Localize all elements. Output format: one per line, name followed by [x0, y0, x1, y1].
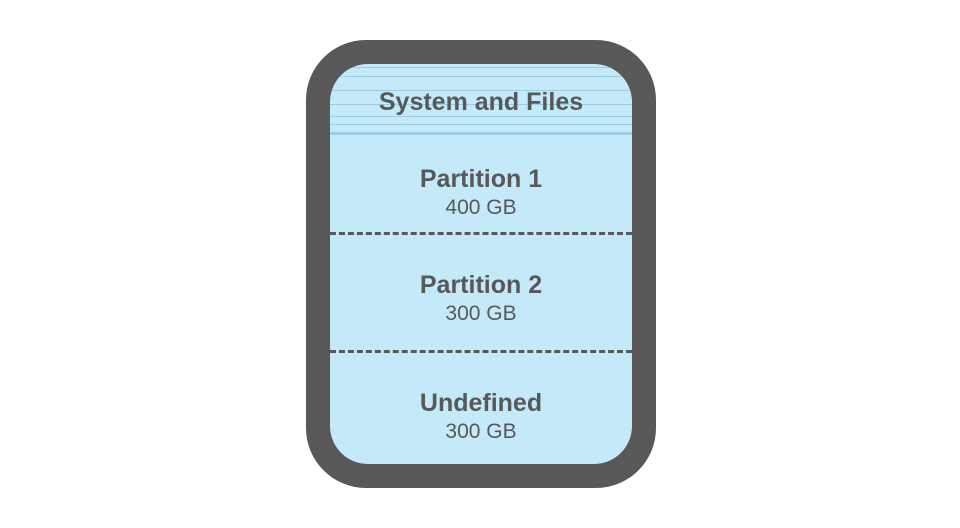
system-stripe [330, 124, 632, 125]
disk-casing: System and Files Partition 1 400 GB Part… [306, 40, 656, 488]
system-stripe [330, 116, 632, 117]
partition-1-section: Partition 1 400 GB [330, 165, 632, 221]
partition-2-label: Partition 2 [419, 271, 543, 299]
partition-divider-2 [330, 350, 632, 353]
undefined-size: 300 GB [445, 420, 517, 443]
system-files-section: System and Files [330, 88, 632, 116]
partition-divider-1 [330, 232, 632, 235]
partition-2-section: Partition 2 300 GB [330, 271, 632, 327]
system-stripe [330, 67, 632, 68]
system-stripe [330, 76, 632, 77]
disk-surface: System and Files Partition 1 400 GB Part… [330, 64, 632, 464]
partition-1-label: Partition 1 [419, 165, 543, 193]
undefined-label: Undefined [419, 389, 543, 417]
partition-1-size: 400 GB [445, 196, 517, 219]
system-stripe-bottom [330, 132, 632, 135]
system-stripe [330, 104, 632, 105]
undefined-section: Undefined 300 GB [330, 389, 632, 445]
system-files-label: System and Files [378, 88, 584, 116]
system-stripe [330, 90, 632, 91]
partition-2-size: 300 GB [445, 302, 517, 325]
